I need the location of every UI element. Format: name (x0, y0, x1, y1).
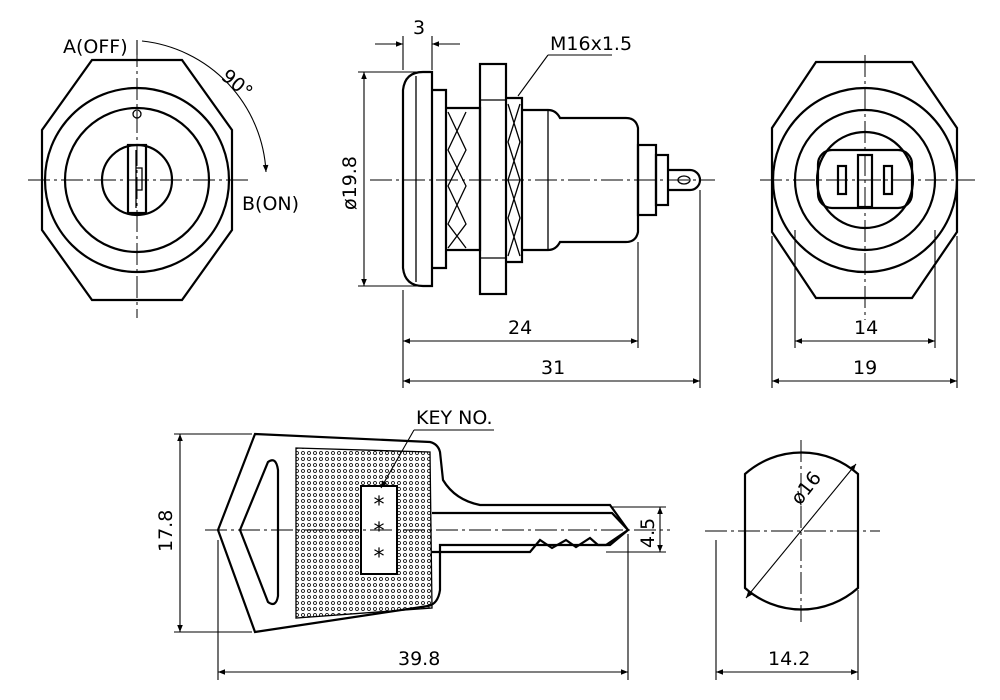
dim-cutout-width: 14.2 (768, 648, 810, 670)
front-collar (432, 88, 448, 270)
key-head-outline (216, 432, 630, 634)
dim-key-height: 17.8 (155, 510, 177, 552)
rear-hex-outline (770, 60, 959, 300)
key-mark-3: * (374, 545, 385, 570)
front-view: A(OFF) B(ON) 90° (28, 36, 299, 318)
key-view: * * * KEY NO. 17.8 4.5 39.8 (155, 407, 670, 680)
dim-diameter-19-8: ø19.8 (339, 156, 361, 210)
thread-crosshatch (447, 111, 467, 249)
dim-line-16 (745, 463, 857, 599)
rotation-arc (141, 40, 269, 173)
key-grip-hole (238, 459, 280, 606)
cutout-outline (743, 451, 860, 611)
dim-across-19: 19 (853, 357, 877, 379)
label-a-off: A(OFF) (63, 36, 128, 58)
panel-cutout-view: ø16 14.2 (705, 440, 880, 680)
dim-cutout-diameter: ø16 (787, 467, 826, 509)
dim-length-24: 24 (508, 317, 532, 339)
hex-nut-outline (40, 58, 234, 302)
flange-profile (401, 70, 434, 288)
rear-view: 14 19 (760, 55, 975, 388)
dim-length-31: 31 (541, 357, 565, 379)
dim-across-14: 14 (854, 317, 878, 339)
dim-key-length: 39.8 (398, 648, 440, 670)
key-blade (432, 511, 630, 554)
label-thread: M16x1.5 (550, 33, 632, 55)
label-key-no: KEY NO. (416, 407, 493, 429)
label-b-on: B(ON) (242, 193, 299, 215)
keyway-detail (135, 150, 143, 208)
leader-thread (517, 54, 549, 97)
dim-flange-thickness: 3 (413, 17, 425, 39)
key-mark-2: * (374, 519, 385, 544)
label-angle: 90° (217, 65, 257, 104)
leader-key-no (380, 429, 415, 489)
key-mark-1: * (374, 493, 385, 518)
dim-blade-height: 4.5 (637, 518, 659, 548)
mounting-nut (478, 62, 508, 296)
side-view: M16x1.5 3 ø19.8 24 31 (339, 17, 715, 388)
